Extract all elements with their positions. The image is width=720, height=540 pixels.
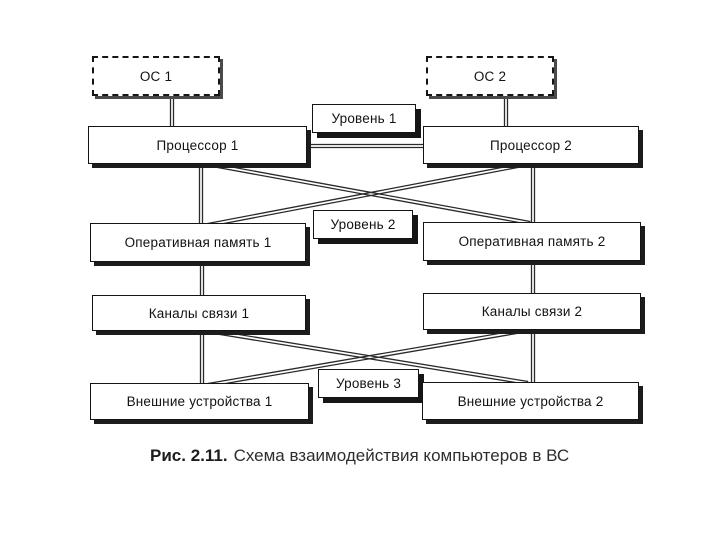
node-processor-1-label: Процессор 1 [156,137,239,153]
node-level-1-label: Уровень 1 [331,111,397,126]
node-os-2-label: ОС 2 [473,68,507,84]
figure-caption: Рис. 2.11. Схема взаимодействия компьютер… [150,446,569,466]
edge-chan2-ext1 [207,327,528,385]
node-level-1: Уровень 1 [312,104,416,133]
node-os-2: ОС 2 [426,56,554,96]
node-level-2-label: Уровень 2 [330,217,396,232]
edge-proc2-mem1 [208,164,529,228]
node-external-devices-2: Внешние устройства 2 [422,382,639,420]
node-external-devices-1-label: Внешние устройства 1 [126,394,273,409]
node-external-devices-1: Внешние устройства 1 [90,383,309,420]
node-external-devices-2-label: Внешние устройства 2 [457,393,604,409]
node-processor-2-label: Процессор 2 [490,137,572,153]
node-ram-2-label: Оперативная память 2 [458,234,606,249]
node-channels-2-label: Каналы связи 2 [481,304,583,319]
node-ram-1-label: Оперативная память 1 [124,235,272,250]
node-channels-1: Каналы связи 1 [92,295,306,331]
node-ram-2: Оперативная память 2 [423,222,641,261]
node-level-3-label: Уровень 3 [335,376,402,391]
edge-proc1-mem2 [206,164,530,226]
node-processor-2: Процессор 2 [423,126,639,164]
figure-caption-text: Схема взаимодействия компьютеров в ВС [233,446,570,465]
node-level-3: Уровень 3 [318,369,419,398]
node-channels-2: Каналы связи 2 [423,293,641,330]
edge-proc2-mem1 [207,161,528,225]
node-level-2: Уровень 2 [313,210,413,239]
node-processor-1: Процессор 1 [88,126,307,164]
node-channels-1-label: Каналы связи 1 [148,305,250,321]
node-os-1: ОС 1 [92,56,220,96]
figure-caption-number: Рис. 2.11. [150,446,228,465]
edge-chan2-ext1 [208,330,529,388]
edge-proc1-mem2 [207,161,531,223]
node-ram-1: Оперативная память 1 [90,223,306,262]
node-os-1-label: ОС 1 [139,68,173,84]
